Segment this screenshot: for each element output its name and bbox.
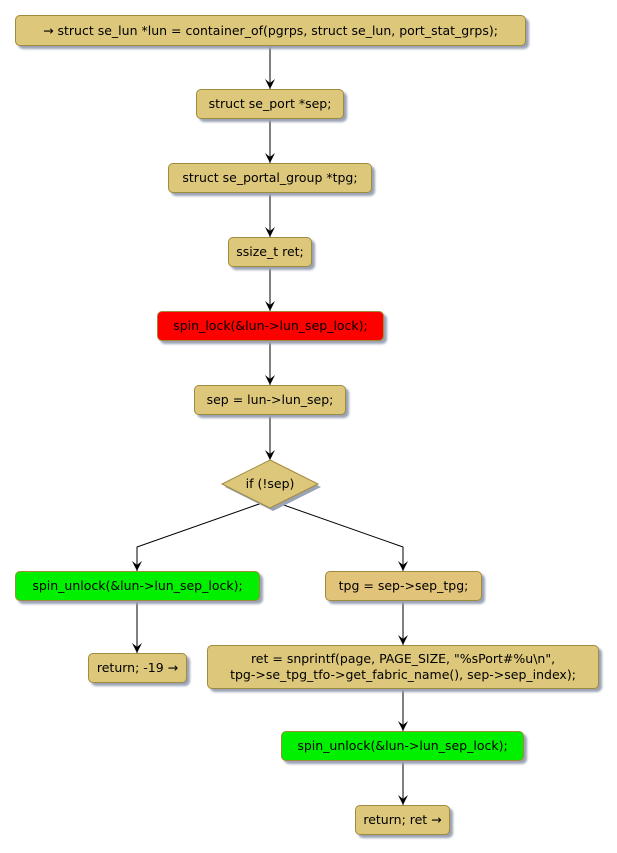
node-spin-unlock-left: spin_unlock(&lun->lun_sep_lock); [15,571,260,601]
node-tpg-assign: tpg = sep->sep_tpg; [325,571,482,601]
node-sep-assign: sep = lun->lun_sep; [194,385,346,415]
node-ret-decl: ssize_t ret; [228,237,312,267]
node-return-ret: return; ret → [355,805,450,835]
node-spin-lock: spin_lock(&lun->lun_sep_lock); [157,311,384,341]
node-tpg-decl: struct se_portal_group *tpg; [168,163,372,193]
node-snprintf: ret = snprintf(page, PAGE_SIZE, "%sPort#… [207,645,599,689]
node-spin-unlock-right: spin_unlock(&lun->lun_sep_lock); [281,731,524,761]
node-sep-decl: struct se_port *sep; [196,89,344,119]
decision-label: if (!sep) [245,476,295,491]
node-return-error: return; -19 → [88,653,187,683]
node-lun-container-of: → struct se_lun *lun = container_of(pgrp… [15,15,526,46]
